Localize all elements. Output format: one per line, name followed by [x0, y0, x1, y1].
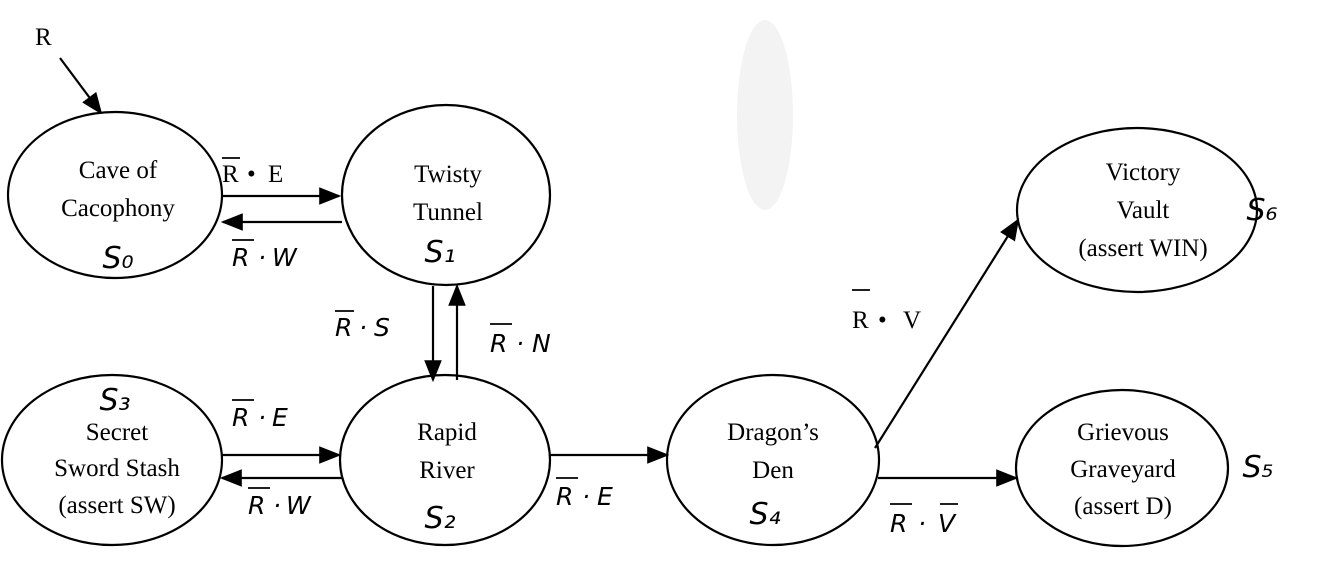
state-s4-line1: Dragon’s	[727, 419, 819, 446]
svg-text:R: R	[248, 491, 265, 520]
svg-text:·: ·	[273, 491, 281, 520]
svg-text:R: R	[890, 509, 907, 538]
svg-text:R: R	[852, 307, 869, 334]
edge-s4-to-s6	[874, 218, 1020, 449]
svg-text:·: ·	[359, 313, 367, 342]
svg-text:·: ·	[516, 329, 524, 358]
state-s6-line3: (assert WIN)	[1078, 235, 1207, 262]
state-s1: Twisty Tunnel S₁	[340, 103, 552, 287]
state-s5-line3: (assert D)	[1074, 493, 1172, 520]
svg-text:E: E	[272, 403, 288, 432]
label-s0-to-s1: R • E	[222, 157, 283, 188]
reset-arrow	[59, 57, 103, 115]
svg-text:•: •	[878, 307, 887, 334]
state-s5-id: S₅	[1242, 450, 1273, 485]
svg-text:R: R	[556, 482, 573, 511]
state-s5-line1: Grievous	[1077, 419, 1169, 446]
state-s1-line1: Twisty	[414, 161, 482, 188]
state-s2-line1: Rapid	[417, 419, 477, 446]
svg-text:R: R	[490, 329, 507, 358]
svg-text:E: E	[597, 482, 613, 511]
state-s1-line2: Tunnel	[413, 199, 483, 226]
svg-text:·: ·	[918, 509, 926, 538]
state-s3: S₃ Secret Sword Stash (assert SW)	[0, 373, 224, 547]
svg-text:R: R	[232, 403, 249, 432]
svg-text:·: ·	[258, 243, 266, 272]
state-s0-line1: Cave of	[79, 157, 158, 184]
state-s1-circle	[340, 103, 552, 287]
svg-text:R: R	[232, 243, 249, 272]
state-s6-line2: Vault	[1117, 197, 1170, 224]
scan-smudge	[737, 20, 793, 210]
state-s3-id: S₃	[99, 383, 130, 418]
state-s3-circle	[0, 373, 224, 547]
label-s4-to-s5: R · V	[890, 503, 958, 538]
state-s0-id: S₀	[102, 241, 133, 276]
svg-text:E: E	[268, 161, 283, 188]
svg-text:N: N	[532, 329, 551, 358]
state-s4-line2: Den	[752, 457, 794, 484]
state-s2: Rapid River S₂	[338, 373, 552, 547]
svg-text:W: W	[272, 243, 298, 272]
svg-text:·: ·	[258, 403, 266, 432]
state-s6-line1: Victory	[1106, 159, 1181, 186]
state-s5-circle	[1014, 388, 1230, 548]
label-s3-to-s2: R · E	[232, 399, 288, 432]
state-s6-circle	[1015, 126, 1259, 294]
reset-label: R	[35, 24, 52, 51]
state-s3-line1: Secret	[86, 419, 149, 446]
svg-text:R: R	[335, 313, 352, 342]
svg-text:S: S	[374, 313, 390, 342]
state-s3-line3: (assert SW)	[58, 492, 175, 519]
state-s4-id: S₄	[749, 497, 780, 532]
svg-text:V: V	[938, 509, 957, 538]
label-s2-to-s4: R · E	[556, 477, 613, 511]
state-s5: Grievous Graveyard (assert D) S₅	[1014, 388, 1274, 548]
state-s0: Cave of Cacophony S₀	[6, 110, 224, 280]
state-s1-id: S₁	[424, 235, 455, 270]
svg-text:V: V	[903, 307, 921, 334]
state-s3-line2: Sword Stash	[54, 455, 180, 482]
svg-text:•: •	[247, 161, 256, 188]
state-s2-line2: River	[419, 457, 475, 484]
label-s4-to-s6: R • V	[852, 289, 921, 334]
state-s6: Victory Vault (assert WIN) S₆	[1015, 126, 1278, 294]
svg-text:R: R	[222, 161, 239, 188]
svg-text:·: ·	[582, 482, 590, 511]
state-s4: Dragon’s Den S₄	[665, 373, 881, 547]
label-s2-to-s1: R · N	[490, 323, 551, 358]
state-s6-id: S₆	[1246, 193, 1277, 228]
label-s1-to-s0: R · W	[232, 239, 298, 272]
state-s2-id: S₂	[424, 501, 455, 536]
label-s2-to-s3: R · W	[248, 487, 312, 520]
state-s5-line2: Graveyard	[1070, 456, 1176, 483]
state-s0-line2: Cacophony	[61, 195, 175, 222]
svg-text:W: W	[286, 491, 312, 520]
label-s1-to-s2: R · S	[335, 310, 390, 342]
